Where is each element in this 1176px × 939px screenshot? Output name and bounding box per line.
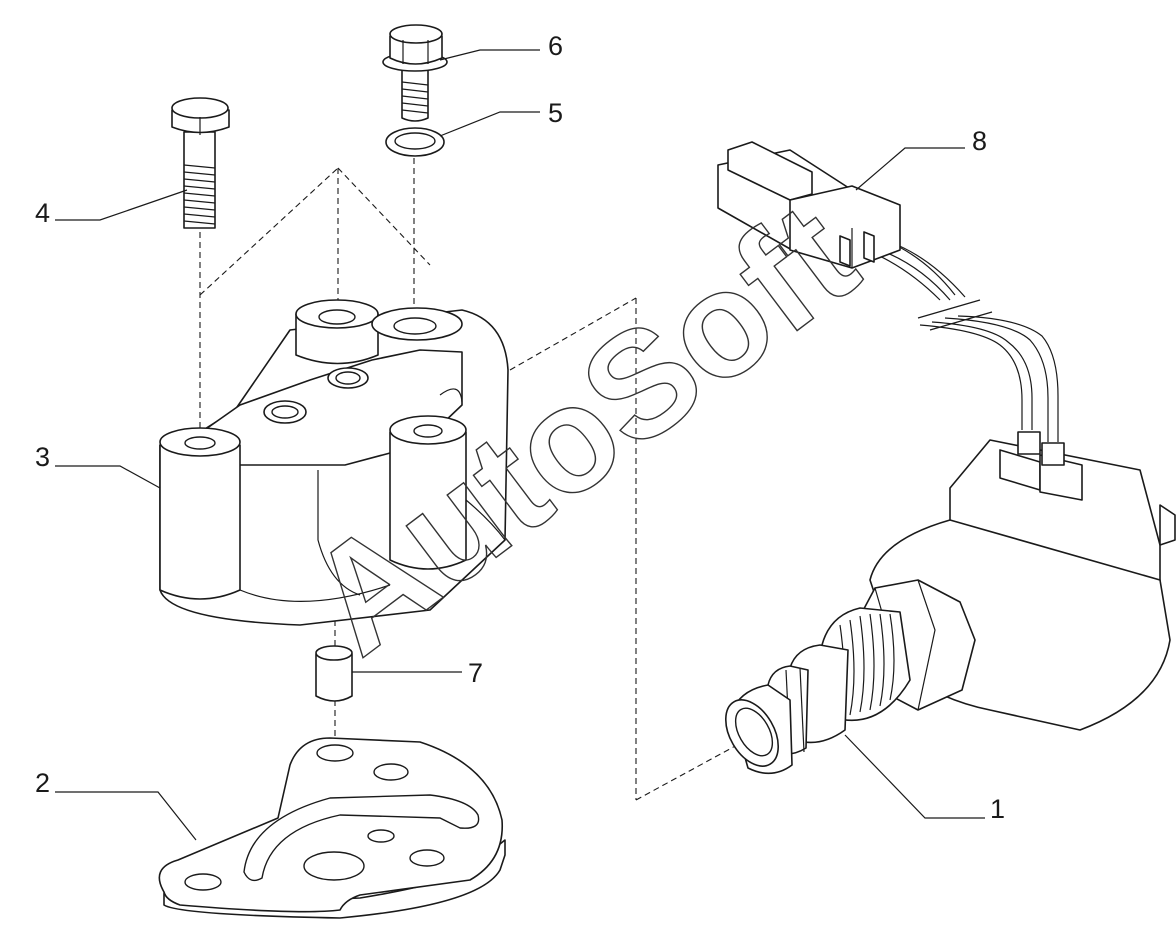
callout-8: 8 [972, 126, 987, 156]
callout-4: 4 [35, 198, 50, 228]
leader-lines [55, 49, 985, 841]
callout-6: 6 [548, 31, 563, 61]
connector-part-8 [717, 141, 1059, 442]
bolt-part-4 [171, 97, 230, 229]
callout-2: 2 [35, 768, 50, 798]
callout-7: 7 [468, 658, 483, 688]
callout-5: 5 [548, 98, 563, 128]
flange-bolt-part-6 [382, 24, 448, 122]
callout-3: 3 [35, 442, 50, 472]
solenoid-valve-part-1 [724, 431, 1176, 775]
callout-1: 1 [990, 794, 1005, 824]
washer-part-5 [385, 127, 445, 157]
dowel-pin-part-7 [315, 645, 353, 702]
callout-numbers: 1 2 3 4 5 6 7 8 [35, 31, 1005, 824]
gasket-plate-part-2 [158, 737, 506, 919]
valve-block-part-3 [159, 299, 509, 626]
